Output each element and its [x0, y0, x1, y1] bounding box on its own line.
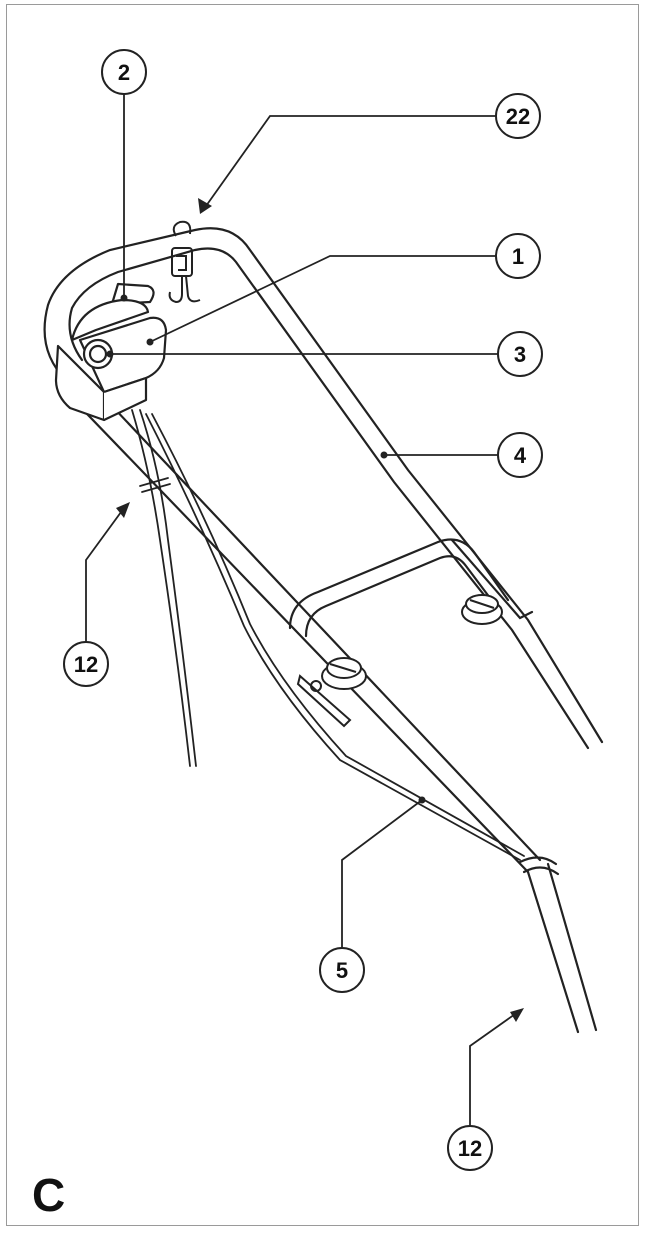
cross-bar	[288, 538, 534, 638]
callout-22: 22	[495, 93, 541, 139]
svg-text:2: 2	[118, 60, 130, 85]
panel-label: C	[32, 1169, 66, 1221]
upper-handle-loop	[43, 227, 604, 750]
callout-12-lower: 12	[447, 1125, 493, 1171]
lower-handle-rails	[62, 370, 598, 1034]
svg-text:12: 12	[74, 652, 98, 677]
callout-12-upper: 12	[63, 641, 109, 687]
callout-3: 3	[497, 331, 543, 377]
svg-text:1: 1	[512, 244, 524, 269]
adjustment-knob-left	[321, 657, 367, 690]
callout-5: 5	[319, 947, 365, 993]
diagram-frame	[6, 4, 639, 1226]
callout-1: 1	[495, 233, 541, 279]
svg-text:4: 4	[514, 443, 527, 468]
leader-arrowheads	[116, 198, 524, 1022]
svg-text:5: 5	[336, 958, 348, 983]
svg-text:12: 12	[458, 1136, 482, 1161]
svg-text:3: 3	[514, 342, 526, 367]
adjustment-knob-right	[461, 594, 503, 625]
left-bracket	[296, 674, 352, 728]
cable-hook	[168, 220, 201, 304]
leader-lines	[85, 94, 519, 1126]
callout-2: 2	[101, 49, 147, 95]
callout-4: 4	[497, 432, 543, 478]
leader-dots	[106, 294, 426, 804]
svg-text:22: 22	[506, 104, 530, 129]
control-lever	[54, 282, 168, 422]
control-cables	[131, 409, 525, 861]
